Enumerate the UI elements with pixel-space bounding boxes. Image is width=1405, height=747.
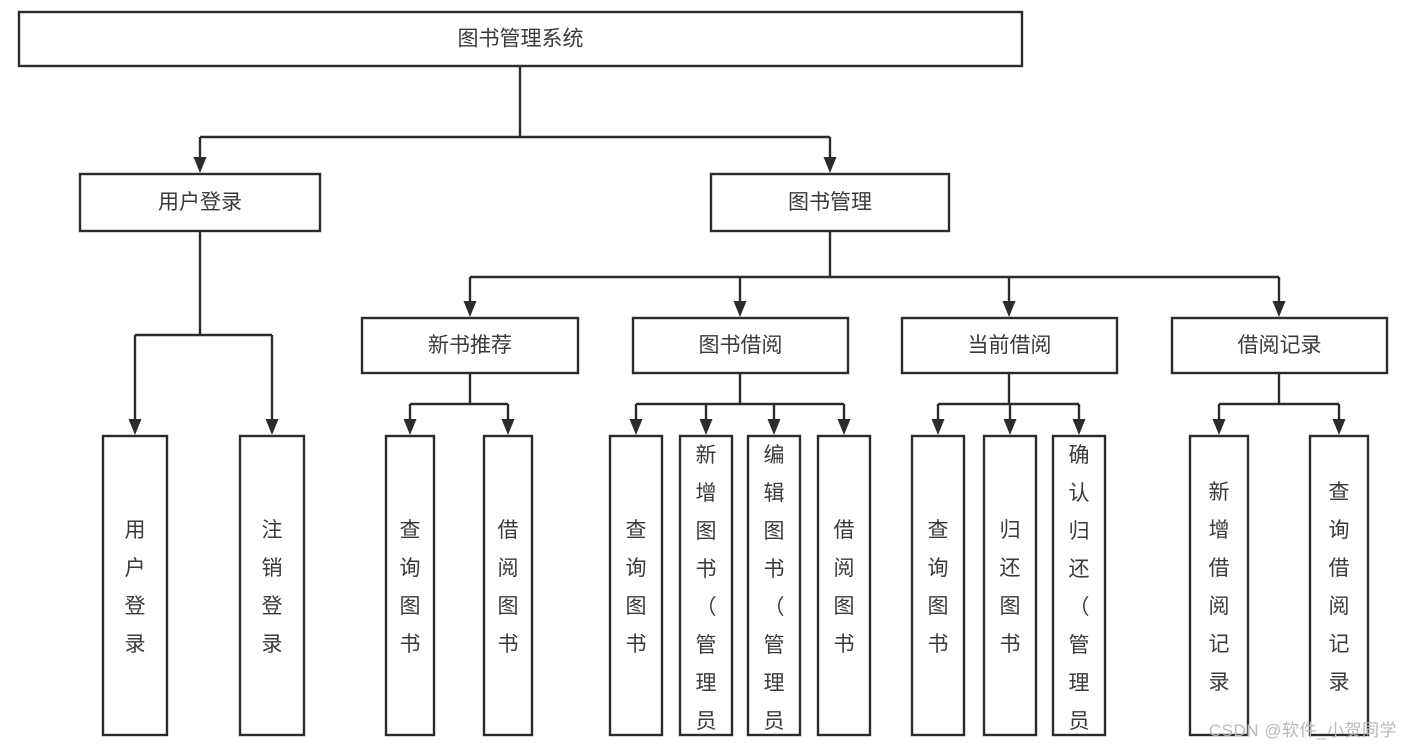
- connector-layer: [128, 66, 1346, 435]
- arrow-head-icon: [1072, 419, 1086, 435]
- node-level3-借阅记录[interactable]: 借阅记录: [1170, 316, 1389, 375]
- arrow-head-icon: [837, 419, 851, 435]
- node-leaf-查询图书[interactable]: 查询图书: [910, 434, 966, 737]
- arrow-head-icon: [403, 419, 417, 435]
- arrow-head-icon: [1212, 419, 1226, 435]
- arrow-head-icon: [501, 419, 515, 435]
- arrow-head-icon: [1002, 301, 1016, 317]
- arrow-head-icon: [1003, 419, 1017, 435]
- node-box: [17, 10, 1024, 68]
- arrow-head-icon: [1332, 419, 1346, 435]
- node-level3-图书借阅[interactable]: 图书借阅: [631, 316, 850, 375]
- node-box: [1308, 434, 1370, 737]
- arrow-head-icon: [193, 157, 207, 173]
- node-box: [678, 434, 734, 737]
- node-box: [78, 172, 322, 233]
- node-label: 归还图书: [1000, 519, 1021, 656]
- node-box: [1188, 434, 1250, 737]
- node-label: 新书推荐: [428, 334, 512, 357]
- node-box: [1051, 434, 1107, 737]
- node-box: [608, 434, 664, 737]
- node-box: [631, 316, 850, 375]
- connector-group-borrow-to-leaves: [629, 373, 851, 435]
- node-box: [746, 434, 802, 737]
- node-box: [238, 434, 306, 737]
- node-box: [709, 172, 951, 233]
- arrow-head-icon: [823, 157, 837, 173]
- node-level3-新书推荐[interactable]: 新书推荐: [360, 316, 580, 375]
- node-label: 借阅图书: [498, 519, 519, 656]
- arrow-head-icon: [265, 419, 279, 435]
- arrow-head-icon: [767, 419, 781, 435]
- arrow-head-icon: [931, 419, 945, 435]
- connector-group-record-to-leaves: [1212, 373, 1346, 435]
- arrow-head-icon: [699, 419, 713, 435]
- connector-group-current-to-leaves: [931, 373, 1086, 435]
- connector-group-book-manage-to-level3: [463, 231, 1286, 317]
- node-box: [482, 434, 534, 737]
- node-leaf-借阅图书[interactable]: 借阅图书: [482, 434, 534, 737]
- node-root-图书管理系统[interactable]: 图书管理系统: [17, 10, 1024, 68]
- node-label: 查询图书: [400, 519, 421, 656]
- node-leaf-查询图书[interactable]: 查询图书: [384, 434, 436, 737]
- node-label: 借阅图书: [834, 519, 855, 656]
- node-box: [910, 434, 966, 737]
- node-box: [816, 434, 872, 737]
- node-box: [101, 434, 169, 737]
- arrow-head-icon: [629, 419, 643, 435]
- node-leaf-借阅图书[interactable]: 借阅图书: [816, 434, 872, 737]
- node-label: 查询借阅记录: [1329, 481, 1350, 694]
- node-label: 编辑图书（管理员）: [764, 444, 785, 747]
- node-level2-图书管理[interactable]: 图书管理: [709, 172, 951, 233]
- node-box: [360, 316, 580, 375]
- connector-group-root-to-level2: [193, 66, 837, 173]
- node-level2-用户登录[interactable]: 用户登录: [78, 172, 322, 233]
- node-box: [1170, 316, 1389, 375]
- node-leaf-用户登录[interactable]: 用户登录: [101, 434, 169, 737]
- node-label: 图书借阅: [699, 334, 783, 357]
- csdn-watermark: CSDN @软件_小贺同学: [1208, 721, 1397, 740]
- arrow-head-icon: [1272, 301, 1286, 317]
- node-label: 借阅记录: [1238, 334, 1322, 357]
- node-leaf-新增借阅记录[interactable]: 新增借阅记录: [1188, 434, 1250, 737]
- node-layer: 图书管理系统用户登录图书管理新书推荐图书借阅当前借阅借阅记录用户登录注销登录查询…: [17, 10, 1389, 747]
- node-leaf-确认归还管理员[interactable]: 确认归还（管理员）: [1051, 434, 1107, 747]
- arrow-head-icon: [128, 419, 142, 435]
- node-label: 新增图书（管理员）: [696, 444, 717, 747]
- node-box: [982, 434, 1038, 737]
- node-box: [900, 316, 1119, 375]
- node-label: 注销登录: [262, 519, 283, 656]
- node-leaf-归还图书[interactable]: 归还图书: [982, 434, 1038, 737]
- arrow-head-icon: [463, 301, 477, 317]
- node-leaf-编辑图书管理员[interactable]: 编辑图书（管理员）: [746, 434, 802, 747]
- node-label: 图书管理系统: [458, 28, 584, 51]
- node-label: 用户登录: [158, 191, 242, 214]
- node-leaf-新增图书管理员[interactable]: 新增图书（管理员）: [678, 434, 734, 747]
- node-label: 用户登录: [125, 519, 146, 656]
- node-label: 图书管理: [788, 191, 872, 214]
- node-label: 当前借阅: [968, 334, 1052, 357]
- node-leaf-注销登录[interactable]: 注销登录: [238, 434, 306, 737]
- node-leaf-查询借阅记录[interactable]: 查询借阅记录: [1308, 434, 1370, 737]
- arrow-head-icon: [733, 301, 747, 317]
- node-label: 查询图书: [928, 519, 949, 656]
- connector-group-user-login-to-leaves: [128, 231, 279, 435]
- connector-group-new-book-to-leaves: [403, 373, 515, 435]
- node-leaf-查询图书[interactable]: 查询图书: [608, 434, 664, 737]
- node-label: 新增借阅记录: [1209, 481, 1230, 694]
- node-box: [384, 434, 436, 737]
- node-label: 查询图书: [626, 519, 647, 656]
- node-label: 确认归还（管理员）: [1069, 444, 1090, 747]
- node-level3-当前借阅[interactable]: 当前借阅: [900, 316, 1119, 375]
